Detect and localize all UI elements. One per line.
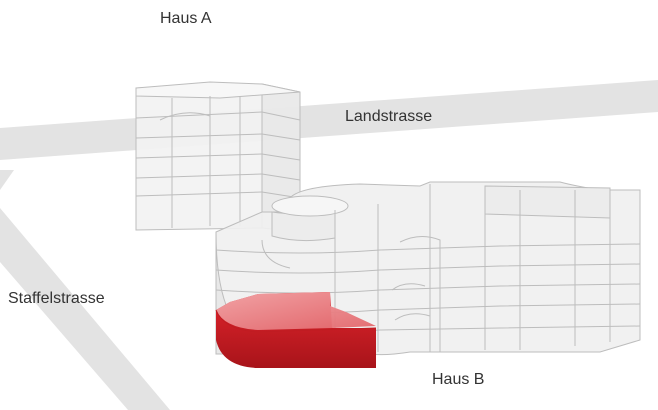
building-haus-a [135, 81, 301, 233]
highlighted-unit [215, 292, 377, 368]
road-landstrasse [0, 80, 658, 160]
road-staffelstrasse [0, 170, 170, 410]
label-haus-b: Haus B [432, 371, 485, 388]
label-landstrasse: Landstrasse [345, 108, 433, 125]
label-haus-a: Haus A [160, 10, 212, 27]
label-staffelstrasse: Staffelstrasse [8, 290, 105, 307]
